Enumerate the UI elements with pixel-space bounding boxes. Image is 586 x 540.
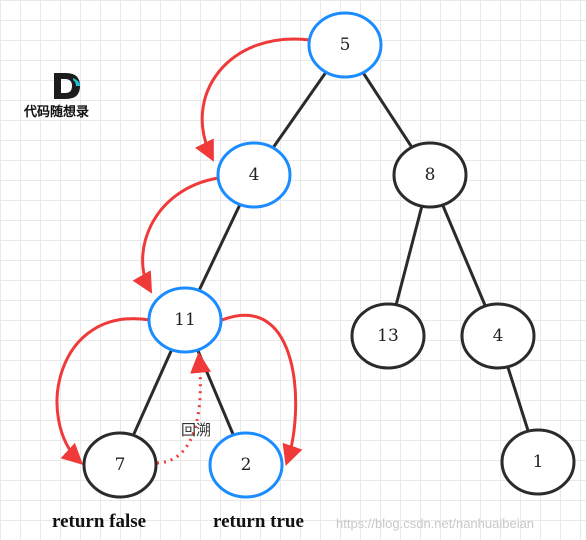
node-label: 11 (174, 310, 196, 330)
tree-node: 7 (82, 431, 158, 499)
node-circle (208, 431, 284, 499)
node-circle (500, 428, 576, 496)
node-circle (216, 141, 292, 209)
traverse-arrow-5-to-4 (195, 37, 311, 162)
node-circle (460, 302, 536, 370)
logo-text: 代码随想录 (23, 104, 89, 120)
tree-node: 1 (500, 428, 576, 496)
tree-node: 11 (147, 286, 223, 354)
tree-node: 4 (460, 302, 536, 370)
tree-node: 8 (392, 141, 468, 209)
backtrack-arrow-7-to-11 (156, 351, 212, 465)
node-circle (392, 141, 468, 209)
tree-nodes: 5 4 8 11 13 4 7 2 1 (82, 11, 576, 499)
watermark: https://blog.csdn.net/nanhuaibeian (336, 516, 534, 531)
node-circle (147, 286, 223, 354)
node-label: 4 (249, 165, 260, 185)
logo-mark-accent (73, 78, 80, 86)
traverse-arrow-11-to-2 (221, 313, 303, 466)
node-label: 7 (115, 455, 126, 475)
tree-node: 4 (216, 141, 292, 209)
node-circle (307, 11, 383, 79)
node-label: 13 (377, 326, 399, 346)
tree-edges (118, 44, 540, 466)
caption-return-true: return true (213, 511, 304, 532)
traverse-arrow-4-to-11 (132, 176, 219, 294)
logo: 代码随想录 (23, 73, 89, 120)
caption-return-false: return false (52, 511, 146, 532)
backtrack-label: 回溯 (181, 421, 211, 439)
node-circle (350, 302, 426, 370)
node-label: 5 (340, 35, 351, 55)
tree-node: 13 (350, 302, 426, 370)
tree-node: 2 (208, 431, 284, 499)
node-label: 8 (425, 165, 436, 185)
traversal-arrows (55, 37, 311, 466)
traverse-arrow-11-to-7 (55, 317, 151, 465)
node-label: 2 (241, 455, 252, 475)
node-label: 4 (493, 326, 504, 346)
node-label: 1 (533, 452, 544, 472)
tree-node: 5 (307, 11, 383, 79)
node-circle (82, 431, 158, 499)
